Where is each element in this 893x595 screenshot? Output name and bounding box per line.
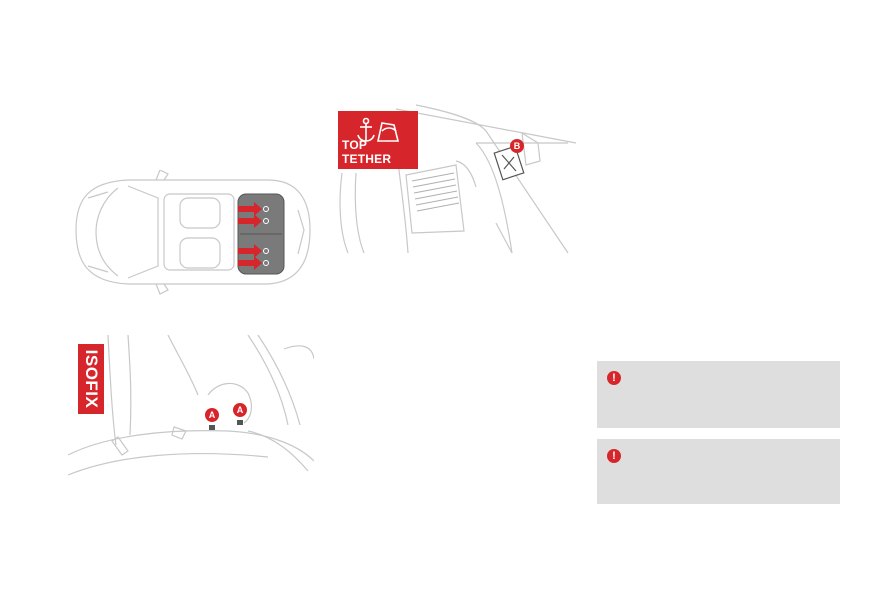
isofix-label: ISOFIX xyxy=(82,349,101,409)
top-tether-badge: TOP TETHER xyxy=(338,111,418,169)
warning-icon: ! xyxy=(607,371,621,385)
top-tether-label: TOP TETHER xyxy=(342,138,392,166)
warning-box-1: ! xyxy=(597,361,840,428)
top-tether-illustration: B xyxy=(336,103,578,255)
isofix-illustration: A A xyxy=(68,335,314,483)
isofix-badge: ISOFIX xyxy=(78,344,104,414)
anchor-marker-b: B xyxy=(510,139,524,153)
anchor-marker-a1: A xyxy=(205,408,219,422)
warning-icon: ! xyxy=(607,449,621,463)
car-top-view-illustration xyxy=(68,170,320,300)
warning-box-2: ! xyxy=(597,439,840,504)
anchor-child-seat-icon xyxy=(357,117,400,142)
anchor-marker-a2: A xyxy=(233,403,247,417)
